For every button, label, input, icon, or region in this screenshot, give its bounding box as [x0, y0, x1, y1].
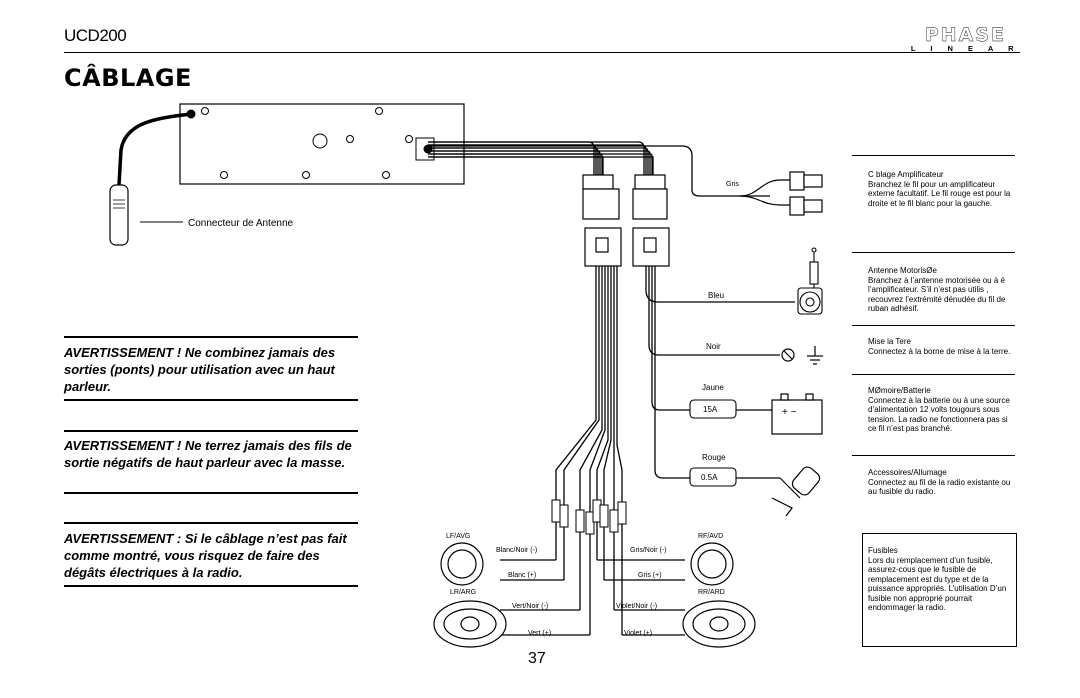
wire-label-rr-pos: Violet (+): [624, 630, 652, 637]
fuse-label-05a: 0.5A: [701, 473, 718, 482]
fuse-label-15a: 15A: [703, 405, 718, 414]
page-title: CÂBLAGE: [64, 64, 192, 92]
antenna-cable: [109, 109, 196, 246]
note-antenna-body: Branchez à l’antenne motorisée ou à é l’…: [868, 275, 1006, 314]
note-ignition-body: Connectez au fil de la radio existante o…: [868, 477, 1011, 497]
wire-label-lf-pos: Blanc (+): [508, 572, 536, 579]
wire-label-rf-neg: Gris/Noir (-): [630, 547, 667, 554]
wire-label-jaune: Jaune: [702, 383, 724, 392]
battery-icon: [771, 393, 823, 435]
antenna-label: Connecteur de Antenne: [188, 218, 294, 229]
warning-3: AVERTISSEMENT : Si le câblage n’est pas …: [64, 531, 347, 580]
battery-symbols: + −: [782, 407, 797, 418]
speaker-label-rf: RF/AVD: [698, 533, 723, 540]
wire-label-lf-neg: Blanc/Noir (-): [496, 547, 537, 554]
wire-label-noir: Noir: [706, 342, 721, 351]
page-number: 37: [528, 650, 546, 667]
power-antenna-icon: [797, 247, 823, 315]
warning-rule: [64, 336, 358, 338]
ignition-key-icon: [771, 466, 821, 517]
wire-label-rf-pos: Gris (+): [638, 572, 662, 579]
fuse-holders: [689, 399, 737, 487]
model-name: UCD200: [64, 26, 127, 45]
speaker-rr: [682, 600, 756, 648]
note-ground-body: Connectez à la borne de mise à la terre.: [868, 346, 1011, 356]
brand-logo-main: PHASE: [924, 24, 1007, 46]
brand-logo-sub: L I N E A R: [910, 44, 1020, 53]
note-fuses-body: Lors du remplacement d’un fusible, assur…: [868, 555, 1007, 613]
warning-rule: [64, 430, 358, 432]
note-rule: [852, 155, 1015, 156]
fuse-note-box: [862, 533, 1017, 647]
speaker-label-rr: RR/ARD: [698, 589, 725, 596]
wire-label-gris: Gris: [726, 181, 739, 188]
head-unit: [179, 103, 465, 185]
note-fuses: Fusibles Lors du remplacement d’un fusib…: [868, 546, 1012, 613]
ground-icon: [781, 346, 823, 365]
speaker-label-lf: LF/AVG: [446, 533, 470, 540]
warning-1: AVERTISSEMENT ! Ne combinez jamais des s…: [64, 345, 336, 394]
note-ground-head: Mise la Tere: [868, 337, 911, 346]
power-leads: [645, 266, 795, 479]
note-battery: MØmoire/Batterie Connectez à la batterie…: [868, 386, 1018, 434]
header-rule: [64, 52, 1020, 53]
note-ignition: Accessoires/Allumage Connectez au fil de…: [868, 468, 1018, 497]
speaker-lf: [440, 542, 484, 586]
note-battery-body: Connectez à la batterie ou à une source …: [868, 395, 1010, 434]
warning-2: AVERTISSEMENT ! Ne terrez jamais des fil…: [64, 438, 352, 470]
note-rule: [852, 374, 1015, 375]
note-rule: [852, 325, 1015, 326]
warning-rule: [64, 492, 358, 494]
warning-rule: [64, 399, 358, 401]
wire-splices: [551, 499, 627, 535]
wire-label-lr-pos: Vert (+): [528, 630, 551, 637]
wire-label-rr-neg: Violet/Noir (-): [616, 603, 657, 610]
speaker-lr: [433, 600, 507, 648]
harness-connectors: [582, 174, 670, 267]
note-amplifier-head: C blage Amplificateur: [868, 170, 944, 179]
note-antenna-head: Antenne MotorisØe: [868, 266, 937, 275]
note-rule: [852, 455, 1015, 456]
warning-rule: [64, 522, 358, 524]
warning-rule: [64, 585, 358, 587]
note-battery-head: MØmoire/Batterie: [868, 386, 931, 395]
wire-label-rouge: Rouge: [702, 453, 726, 462]
note-amplifier-body: Branchez le fil pour un amplificateur ex…: [868, 179, 1011, 208]
note-ground: Mise la Tere Connectez à la borne de mis…: [868, 337, 1018, 356]
note-ignition-head: Accessoires/Allumage: [868, 468, 947, 477]
wire-label-bleu: Bleu: [708, 291, 724, 300]
rca-connectors: [739, 171, 823, 216]
brand-logo: PHASE L I N E A R: [910, 24, 1020, 53]
speaker-wires: [500, 266, 685, 636]
note-antenna: Antenne MotorisØe Branchez à l’antenne m…: [868, 266, 1018, 314]
wire-harness: [423, 141, 770, 197]
speaker-label-lr: LR/ARG: [450, 589, 476, 596]
note-rule: [852, 252, 1015, 253]
wire-label-lr-neg: Vert/Noir (-): [512, 603, 548, 610]
speaker-rf: [690, 542, 734, 586]
note-amplifier: C blage Amplificateur Branchez le fil po…: [868, 170, 1018, 208]
note-fuses-head: Fusibles: [868, 546, 898, 555]
